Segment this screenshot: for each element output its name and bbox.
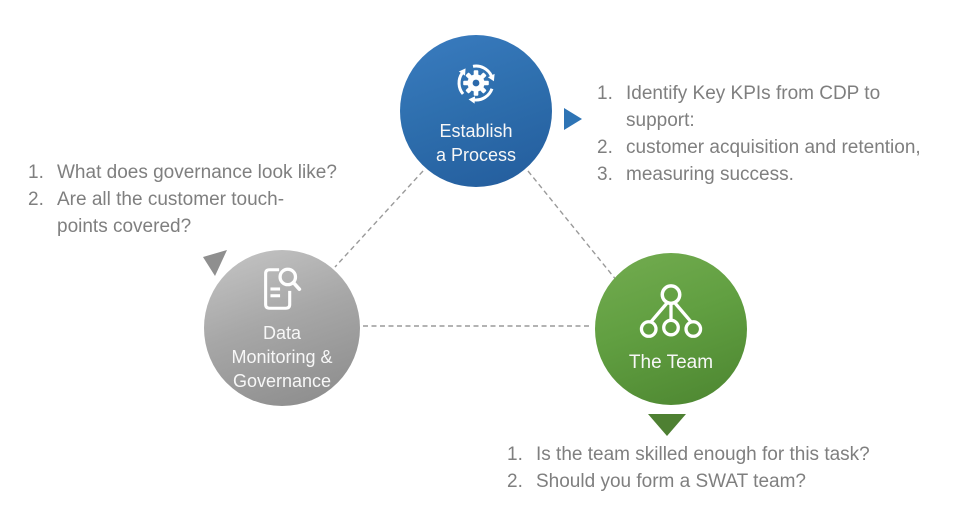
node-establish-process: Establish a Process — [400, 35, 552, 187]
list-item: 2. Are all the customer touch- points co… — [28, 186, 398, 240]
list-item-number: 1. — [507, 444, 523, 465]
list-item-text: Is the team skilled enough for this task… — [536, 444, 870, 465]
node-label-line: The Team — [628, 352, 714, 373]
list-item-number: 1. — [28, 162, 44, 183]
node-label-line: a Process — [435, 145, 517, 165]
list-item-text: What does governance look like? — [57, 162, 337, 183]
node-label-line: Monitoring & — [231, 347, 333, 367]
list-item-text: customer acquisition and retention, — [626, 137, 921, 158]
list-item-text: Should you form a SWAT team? — [536, 471, 806, 492]
list-item: 2. Should you form a SWAT team? — [507, 468, 947, 495]
list-item-text: Are all the customer touch- — [57, 189, 285, 210]
connector-process-team — [527, 170, 618, 282]
list-item: 1. What does governance look like? — [28, 159, 398, 186]
connector-process-governance — [334, 170, 424, 268]
list-item-text: Identify Key KPIs from CDP to — [626, 83, 881, 104]
list-item-number: 1. — [597, 83, 613, 104]
list-item: 3. measuring success. — [597, 161, 947, 188]
callout-kpi-list: 1. Identify Key KPIs from CDP to support… — [597, 80, 947, 188]
down-triangle-arrow-icon — [648, 414, 686, 436]
callout-governance-list: 1. What does governance look like? 2. Ar… — [28, 159, 398, 240]
callout-team-list: 1. Is the team skilled enough for this t… — [507, 441, 947, 495]
list-item: 1. Is the team skilled enough for this t… — [507, 441, 947, 468]
list-item-text: measuring success. — [626, 164, 794, 185]
gear-cycle-icon — [457, 64, 495, 104]
node-label-line: Establish — [439, 121, 513, 141]
down-right-triangle-arrow-icon — [203, 250, 227, 276]
node-label-line: Governance — [232, 371, 332, 391]
list-item-number: 3. — [597, 164, 613, 185]
node-label-line: Data — [262, 323, 302, 343]
list-item-number: 2. — [597, 137, 613, 158]
list-item: 1. Identify Key KPIs from CDP to support… — [597, 80, 947, 134]
node-data-monitoring-governance: Data Monitoring & Governance — [204, 250, 360, 406]
list-item-number: 2. — [28, 189, 44, 210]
list-item-text: support: — [626, 110, 695, 131]
node-the-team: The Team — [595, 253, 747, 405]
document-search-icon — [264, 267, 302, 310]
org-chart-icon — [639, 284, 703, 338]
list-item: 2. customer acquisition and retention, — [597, 134, 947, 161]
right-triangle-arrow-icon — [564, 108, 582, 130]
list-item-text: points covered? — [57, 216, 192, 237]
list-item-number: 2. — [507, 471, 523, 492]
